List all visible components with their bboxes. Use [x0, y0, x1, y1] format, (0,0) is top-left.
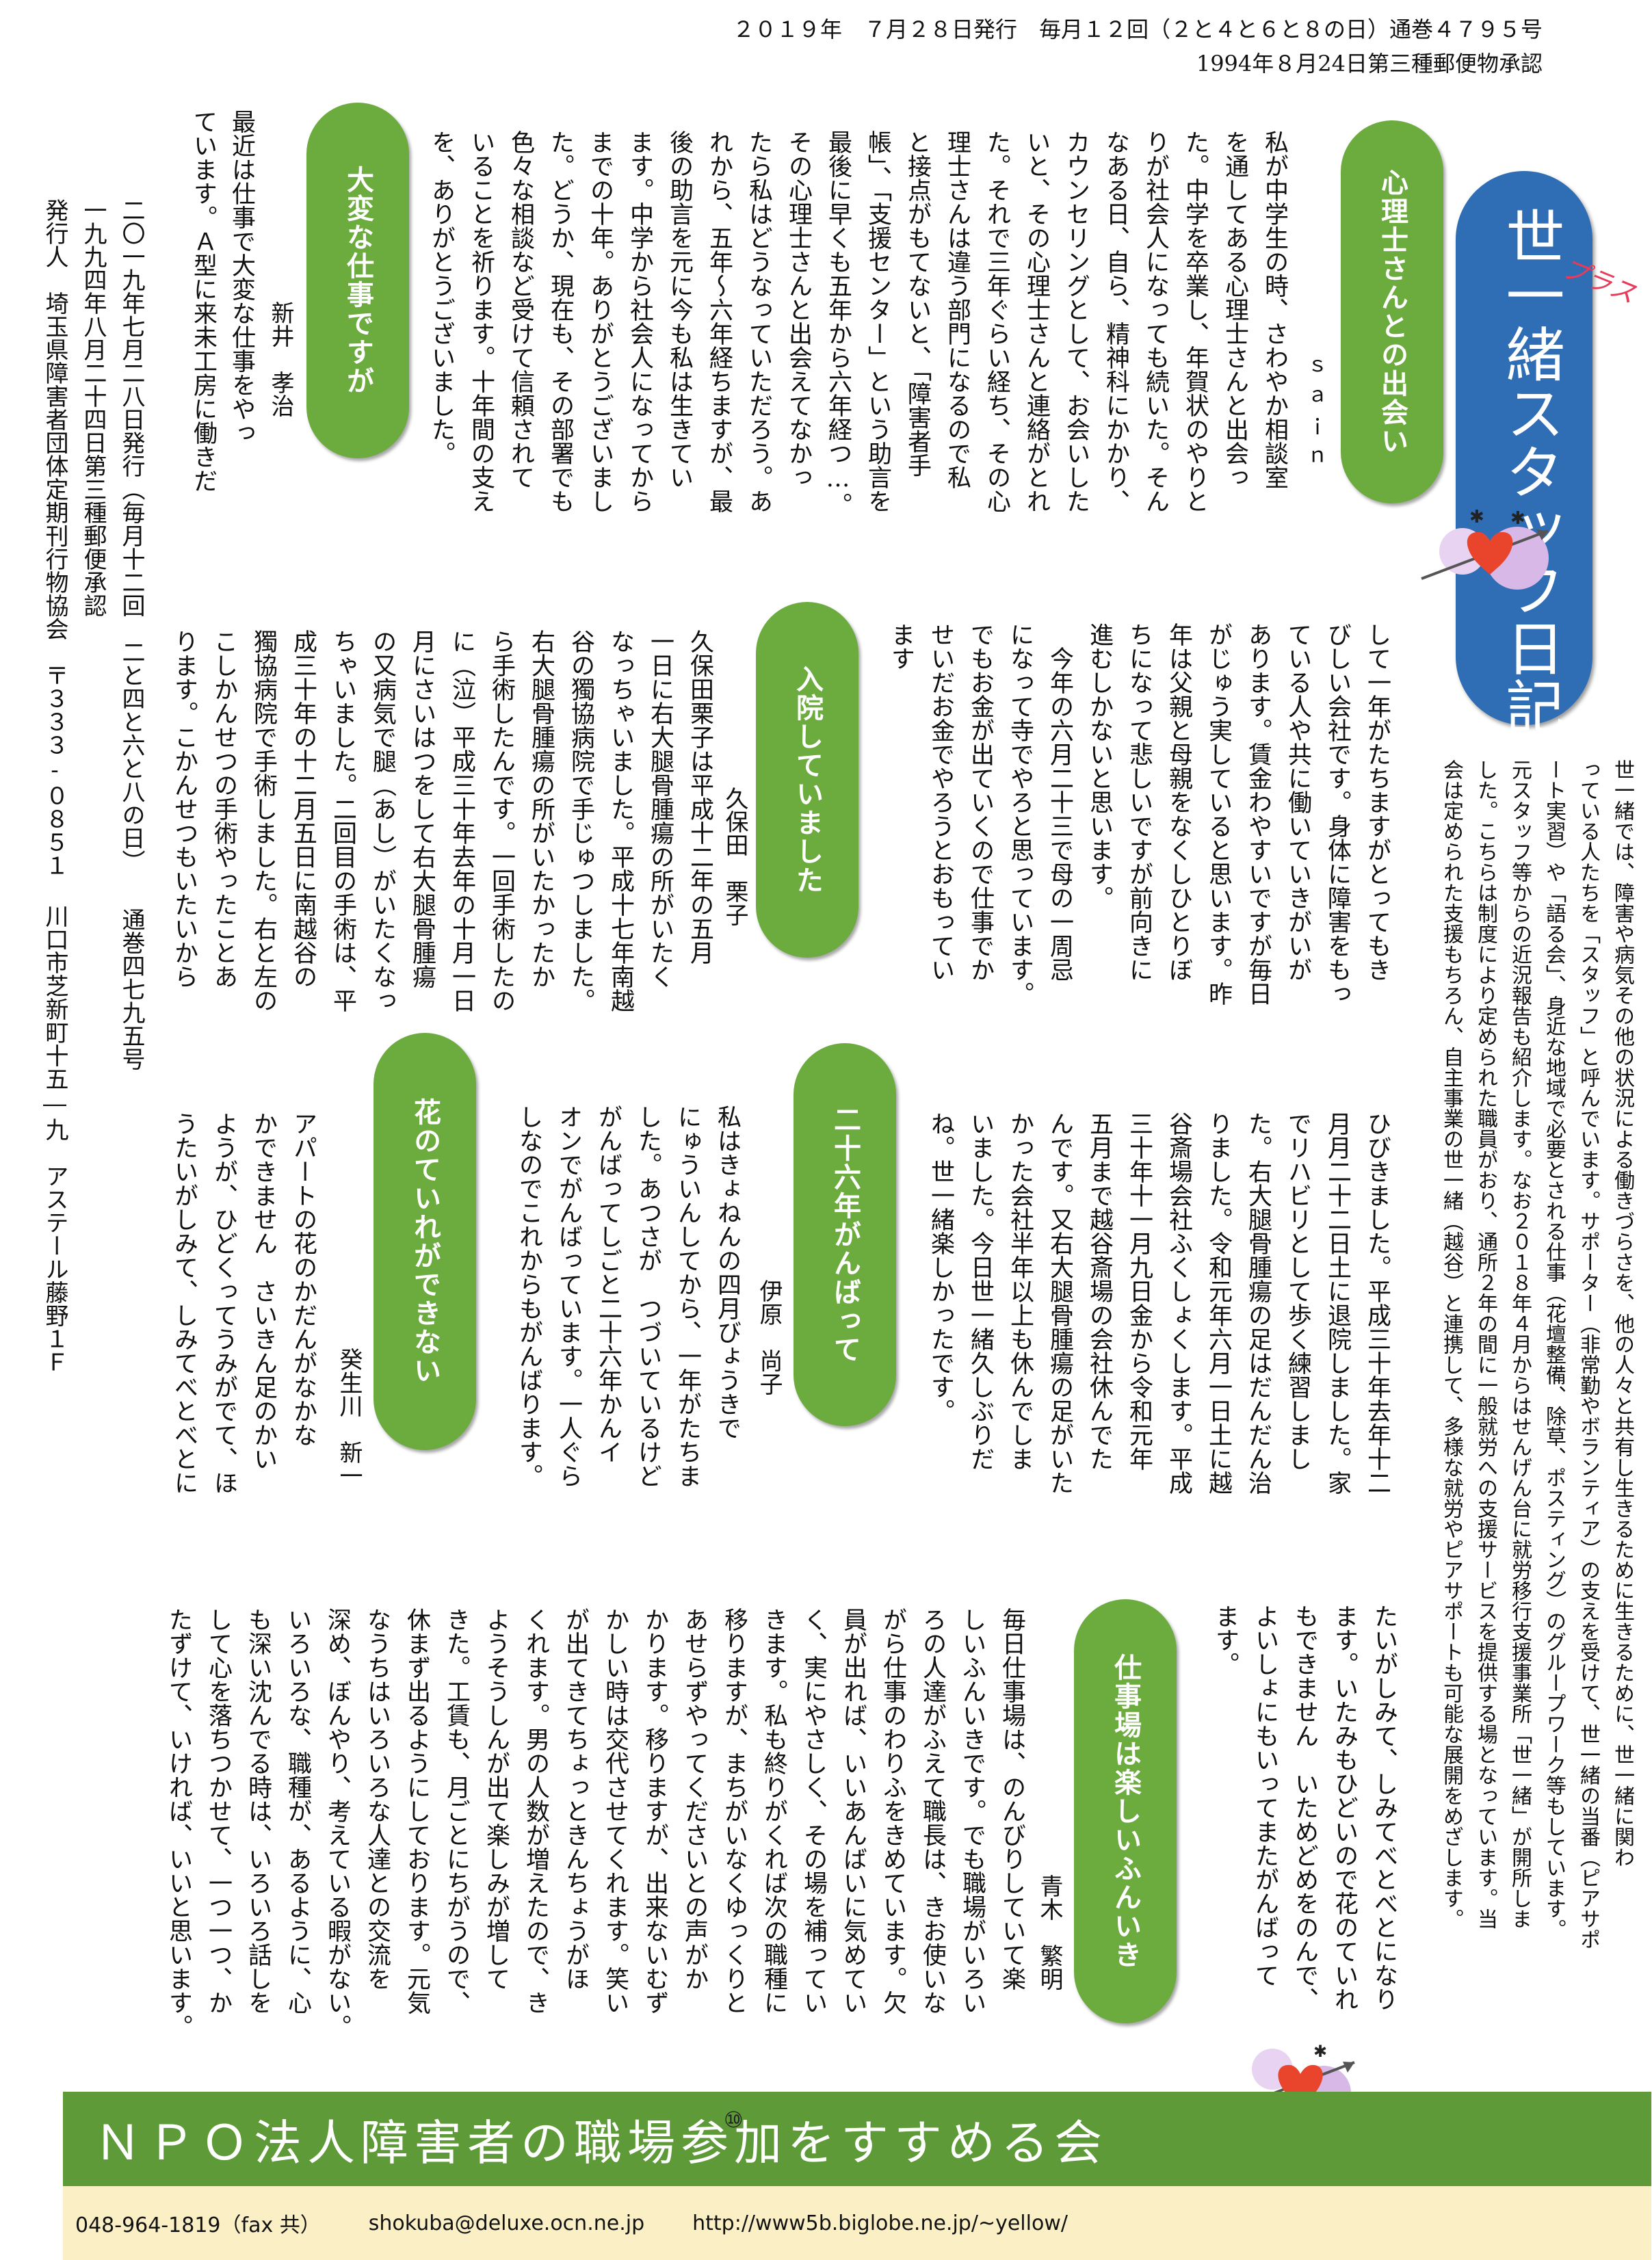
intro-column: 会は定められた支援もちろん、自主事業の世一緒（越谷）と連携して、多様な就労やピア… [1439, 759, 1463, 1929]
article-body-hard-work: 最近は仕事で大変な仕事をやっ [228, 109, 255, 445]
article-body-counselor: 私が中学生の時、さわやか相談室 を通してある心理士さんと出会っ た。中学を卒業し… [428, 130, 1288, 516]
author-kesakawa: 癸生川 新一 [335, 1348, 363, 1487]
svg-text:✱: ✱ [1313, 2042, 1327, 2061]
issue-info: ２０１９年 ７月２８日発行 毎月１２回（２と４と６と８の日）通巻４７９５号 [732, 16, 1543, 42]
article-title-counselor: 心理士さんとの出会い [1341, 120, 1443, 503]
publisher-line-3: 発行人 埼玉県障害者団体定期刊行物協会 〒３３３-０８５１ 川口市芝新町十五―九… [41, 198, 68, 1374]
author-arai: 新井 孝治 [267, 301, 294, 417]
author-sain: ｓａｉｎ [1303, 356, 1327, 476]
email-link[interactable]: shokuba@deluxe.ocn.ne.jp [368, 2211, 645, 2235]
article-body-hard-work: ています。Ａ型に来未工房に働きだ [189, 109, 217, 492]
intro-column: っている人たちを「スタッフ」と呼んでいます。サポーター（非常勤やボランティア）の… [1576, 759, 1600, 1949]
website-link[interactable]: http://www5b.biglobe.ne.jp/~yellow/ [692, 2211, 1068, 2235]
article-body-workplace: 毎日仕事場は、のんびりしていて楽 しいふんいきです。でも職場がいろい ろの人達が… [165, 1607, 1025, 2038]
publisher-line-1: 二〇一九年七月二八日発行（毎月十二回 二と四と六と八の日） 通巻四七九五号 [118, 198, 145, 1070]
heart-arrow-icon: ✱ ✱ [1421, 507, 1549, 590]
author-aoki: 青木 繁明 [1036, 1874, 1063, 1990]
article-title-hospital: 入院していました [756, 602, 858, 958]
article-body-hospital-part1: して一年がたちますがとってもき びしい会社です。身体に障害をもっ ている人や共に… [887, 622, 1391, 1006]
intro-column: 元スタッフ等からの近況報告も紹介します。なお２０１８年４月からはせんげん台に就労… [1508, 759, 1532, 1929]
masthead-title: 世一緒スタッフ日記 [1495, 207, 1564, 736]
phone-number: 048-964-1819（fax 共） [75, 2213, 321, 2237]
svg-text:✱: ✱ [1510, 508, 1525, 529]
masthead: 世一緒スタッフ日記 [1456, 171, 1592, 736]
intro-column: 世一緒では、障害や病気その他の状況による働きづらさを、他の人々と共有し生きるため… [1610, 759, 1634, 1867]
org-name: ＮＰＯ法人障害者の職場参加をすすめる会 [94, 2114, 1107, 2171]
author-ihara: 伊原 尚子 [755, 1279, 783, 1395]
article-title-twentysix: 二十六年がんばって [794, 1043, 896, 1426]
article-body-hospital-part2: 久保田栗子は平成十二年の五月 一日に右大腿骨腫瘍の所がいたく なっちゃいました。… [170, 629, 713, 1012]
article-title-flowers: 花のていれができない [373, 1033, 476, 1450]
article-body-twentysix: 私はきょねんの四月びょうきで にゅういんしてから、一年がたちま した。あつさが … [515, 1105, 741, 1488]
publisher-line-2: 一九九四年八月二十四日第三種郵便承認 [79, 198, 107, 617]
article-body-workplace-prelude: たいがしみて、しみてべとべとになり ます。いたみもひどいので花のていれ もできま… [1211, 1604, 1398, 2011]
page-number-mark: ⑩ [724, 2107, 744, 2133]
author-kubota: 久保田 栗子 [721, 787, 748, 926]
intro-column: ート実習）や「語る会」、身近な地域で必要とされる仕事（花壇整備、除草、ポスティン… [1542, 759, 1566, 1939]
article-body-hospital-part3: ひびきました。平成三十年去年十二 月月二十二日土に退院しました。家 でリハビリと… [927, 1112, 1391, 1495]
footer-org-band: ＮＰＯ法人障害者の職場参加をすすめる会 [63, 2092, 1651, 2186]
article-title-workplace: 仕事場は楽しいふんいき [1074, 1599, 1177, 2023]
intro-column: した。こちらは制度により定められた職員がおり、通所２年の間に一般就労への支援サー… [1473, 759, 1497, 1929]
article-title-hard-work: 大変な仕事ですが [306, 103, 409, 458]
article-body-flowers: アパートの花のかだんがなかな かできません さいきん足のかい ようが、ひどくって… [170, 1112, 317, 1495]
footer-contact-band: 048-964-1819（fax 共） shokuba@deluxe.ocn.n… [63, 2186, 1651, 2260]
postal-approval: 1994年８月24日第三種郵便物承認 [1196, 51, 1543, 77]
svg-text:✱: ✱ [1469, 507, 1484, 527]
